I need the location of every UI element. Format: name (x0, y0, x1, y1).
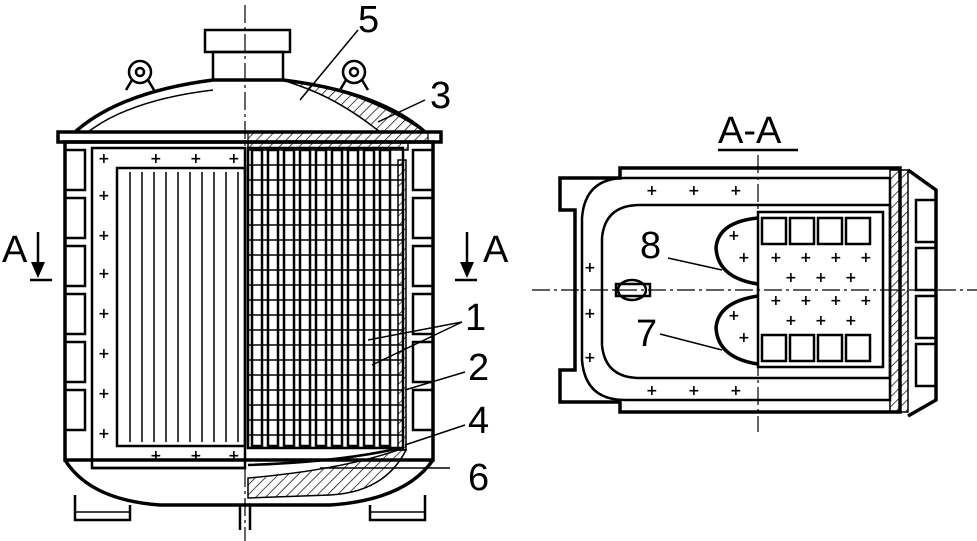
svg-text:+: + (228, 151, 240, 167)
svg-text:+: + (190, 151, 202, 167)
top-head (73, 78, 427, 134)
tube-bundle-spacers (248, 164, 403, 436)
svg-text:+: + (770, 293, 782, 309)
svg-text:+: + (730, 183, 742, 199)
section-end-wall (889, 169, 909, 413)
svg-text:+: + (98, 346, 110, 362)
tube-rows (760, 216, 872, 363)
svg-text:+: + (738, 250, 750, 266)
svg-text:+: + (785, 270, 797, 286)
callout-2: 2 (468, 347, 489, 389)
callout-7: 7 (636, 313, 657, 355)
svg-text:+: + (785, 313, 797, 329)
svg-text:+: + (150, 151, 162, 167)
svg-text:+: + (584, 350, 596, 366)
lifting-lug-left (124, 59, 156, 91)
section-inner-chamber (600, 203, 892, 380)
section-plus-marks: + + + + + + + + + + + + + + + + + + + + … (584, 183, 872, 399)
svg-text:+: + (830, 250, 842, 266)
svg-text:+: + (190, 448, 202, 464)
svg-text:+: + (730, 383, 742, 399)
section-end-ribs (914, 198, 938, 388)
outer-stiffener-ribs (63, 148, 435, 432)
svg-text:+: + (98, 151, 110, 167)
catalyst-block-left (115, 166, 247, 448)
svg-text:+: + (228, 448, 240, 464)
vessel-elevation-view: + + + + + + + + + + + + + + (2, 0, 509, 541)
svg-text:+: + (845, 270, 857, 286)
svg-text:+: + (728, 308, 740, 324)
section-mark-right: A (455, 229, 509, 282)
svg-text:+: + (646, 183, 658, 199)
section-nozzle (614, 278, 652, 302)
callout-1: 1 (465, 297, 486, 339)
callout-6: 6 (468, 457, 489, 499)
inner-wall-section (397, 159, 407, 451)
semicircle-element-8 (714, 216, 759, 286)
section-catalyst-block (756, 210, 885, 369)
support-leg-left (73, 495, 132, 522)
svg-text:A: A (483, 229, 509, 271)
tube-sheet (247, 141, 409, 151)
svg-text:+: + (815, 270, 827, 286)
svg-text:+: + (98, 228, 110, 244)
svg-text:+: + (815, 313, 827, 329)
tube-bundle (246, 146, 405, 450)
insulation-zone-left (90, 146, 247, 470)
top-nozzle (203, 28, 292, 82)
support-leg-right (368, 495, 427, 522)
insulation-plus-marks-left: + + + + + + + + + + + + + + (98, 151, 240, 464)
svg-text:+: + (98, 426, 110, 442)
callout-8: 8 (640, 225, 661, 267)
callout-4: 4 (468, 400, 489, 442)
callout-3: 3 (430, 75, 451, 117)
bottom-head (63, 458, 435, 507)
svg-text:A: A (2, 229, 28, 271)
svg-text:+: + (845, 313, 857, 329)
svg-text:+: + (98, 306, 110, 322)
section-outer-body (558, 166, 902, 414)
svg-text:+: + (98, 386, 110, 402)
svg-text:+: + (584, 260, 596, 276)
svg-text:+: + (800, 293, 812, 309)
svg-text:+: + (800, 250, 812, 266)
svg-text:+: + (688, 183, 700, 199)
svg-text:+: + (688, 383, 700, 399)
svg-text:+: + (98, 188, 110, 204)
svg-text:+: + (150, 448, 162, 464)
leader-8 (667, 257, 723, 271)
svg-text:+: + (830, 293, 842, 309)
svg-text:+: + (728, 228, 740, 244)
head-insulation-section (282, 79, 428, 133)
svg-text:+: + (770, 250, 782, 266)
callout-leaders (299, 29, 466, 469)
leader-7 (659, 333, 723, 351)
svg-text:+: + (646, 383, 658, 399)
bottom-insulation-section (247, 449, 408, 499)
svg-text:+: + (860, 293, 872, 309)
semicircle-element-7 (714, 294, 759, 366)
section-mark-left: A (2, 229, 52, 282)
catalyst-block-lines (129, 172, 239, 442)
section-a-a-view: A-A (532, 110, 977, 432)
section-title: A-A (718, 110, 782, 152)
svg-text:+: + (98, 266, 110, 282)
lifting-lug-right (338, 59, 370, 91)
svg-text:+: + (584, 306, 596, 322)
svg-text:+: + (738, 330, 750, 346)
callout-5: 5 (358, 0, 379, 41)
svg-text:+: + (860, 250, 872, 266)
